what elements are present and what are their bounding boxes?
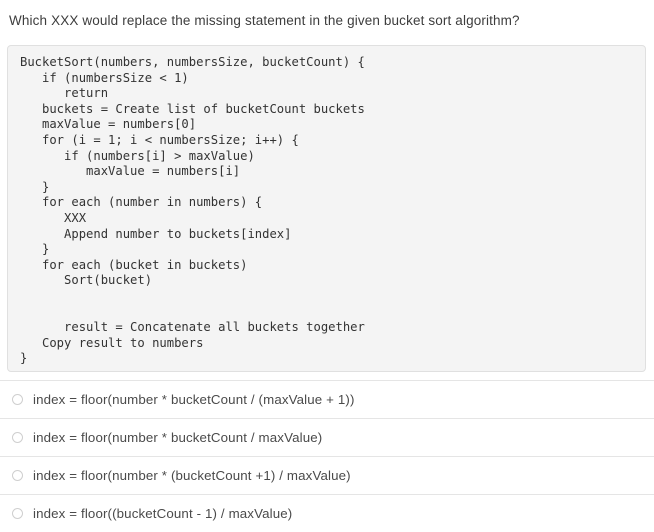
answer-option-d[interactable]: index = floor((bucketCount - 1) / maxVal…: [0, 494, 654, 532]
radio-button-icon-d[interactable]: [12, 508, 23, 519]
answer-option-label-a: index = floor(number * bucketCount / (ma…: [33, 391, 355, 407]
answer-options-list: index = floor(number * bucketCount / (ma…: [0, 380, 654, 532]
answer-option-b[interactable]: index = floor(number * bucketCount / max…: [0, 418, 654, 456]
radio-button-icon-c[interactable]: [12, 470, 23, 481]
answer-option-label-c: index = floor(number * (bucketCount +1) …: [33, 467, 351, 483]
radio-button-icon-b[interactable]: [12, 432, 23, 443]
pseudocode-listing: BucketSort(numbers, numbersSize, bucketC…: [20, 55, 365, 366]
answer-option-a[interactable]: index = floor(number * bucketCount / (ma…: [0, 380, 654, 418]
radio-button-icon-a[interactable]: [12, 394, 23, 405]
code-block: BucketSort(numbers, numbersSize, bucketC…: [7, 45, 646, 372]
question-prompt: Which XXX would replace the missing stat…: [9, 13, 520, 28]
answer-option-label-d: index = floor((bucketCount - 1) / maxVal…: [33, 505, 293, 521]
answer-option-label-b: index = floor(number * bucketCount / max…: [33, 429, 323, 445]
answer-option-c[interactable]: index = floor(number * (bucketCount +1) …: [0, 456, 654, 494]
